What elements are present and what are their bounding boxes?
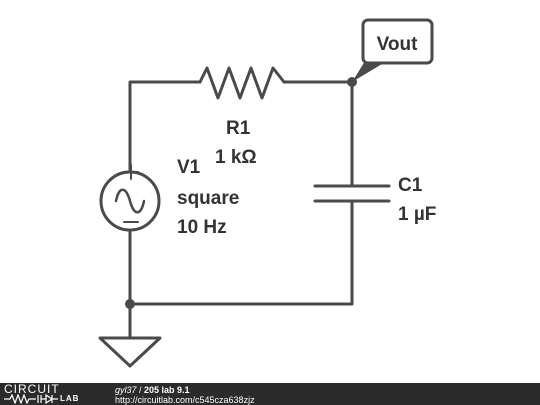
- logo-resistor-icon: [4, 394, 58, 404]
- author-link[interactable]: gyl37: [115, 385, 137, 395]
- circuit-title: 205 lab 9.1: [144, 385, 190, 395]
- logo-text-lab: LAB: [60, 394, 80, 403]
- circuit-schematic: Vout R1 1 kΩ V1 square 10 Hz C1 1 µF: [98, 18, 436, 368]
- v1-waveform: square: [177, 188, 239, 209]
- resistor-r1-symbol: [198, 66, 286, 100]
- r1-name: R1: [226, 118, 251, 139]
- c1-name: C1: [398, 175, 423, 196]
- title-separator: /: [136, 385, 145, 395]
- circuitlab-logo[interactable]: CIRCUIT LAB: [4, 382, 92, 404]
- vout-tag-box: [361, 18, 434, 65]
- circuit-url[interactable]: http://circuitlab.com/c545cza638zjz: [115, 395, 255, 405]
- v1-name: V1: [177, 157, 201, 178]
- wire-top-left: [128, 80, 202, 174]
- net-label-vout: Vout: [377, 34, 418, 55]
- junction-dot-bottom: [125, 299, 135, 309]
- footer-bar: CIRCUIT LAB gyl37 / 205 lab 9.1 http://c…: [0, 383, 540, 405]
- logo-text-circuit: CIRCUIT: [4, 382, 60, 396]
- sine-wave-icon: [114, 188, 146, 214]
- ground-symbol: [98, 336, 162, 368]
- plus-sign-icon: [123, 164, 139, 180]
- wire-right-lower: [128, 199, 354, 306]
- r1-value: 1 kΩ: [215, 147, 257, 168]
- c1-value: 1 µF: [398, 204, 436, 225]
- v1-frequency: 10 Hz: [177, 217, 227, 238]
- circuit-meta: gyl37 / 205 lab 9.1 http://circuitlab.co…: [115, 385, 255, 405]
- circuit-title-line: gyl37 / 205 lab 9.1: [115, 385, 255, 395]
